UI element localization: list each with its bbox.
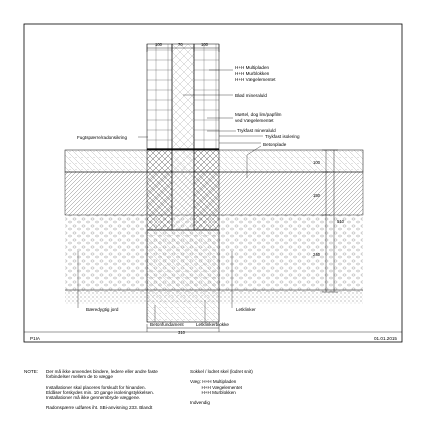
dim-right-2: 150 [313,193,321,198]
footing-block-left [146,149,173,231]
note-line: H+H Murblokken [190,389,236,395]
dim-top-1: 100 [155,42,163,47]
label-concrete-slab: Betonplade [263,142,287,147]
label-compressed-wool: Trykfast mineraluld [237,128,276,133]
wall-insulation [171,43,195,151]
label-light-blocks: Letklinkerblokke [196,322,229,327]
label-moisture-barrier: Fugtspærre/radonsikring [77,135,127,140]
dim-top-3: 100 [201,42,209,47]
wall-inner [193,43,220,151]
label-wall-layer-3: H+H Vægelementet [235,77,276,82]
note-line: Radonspærre udføres iht. SBi-anvisning 2… [46,405,153,411]
dim-bottom: 310 [178,330,186,335]
drawing-code: P1IA [30,336,41,341]
note-line: Væg: H+H Multipladen [190,379,237,385]
footing-block-right [193,149,220,231]
label-foundation: Betonfundament [150,322,184,327]
dimension-top [146,44,220,52]
notes-section: NOTE: Der må ikke anvendes bindere, lede… [24,369,404,424]
dimension-right [322,149,338,293]
drawing-frame [23,23,403,343]
label-wall-layer-2: H+H Murblokken [235,71,270,76]
dimension-bottom [146,324,220,332]
note-line: Eldåser forskydes min. 10 gange isolerin… [46,389,155,395]
leader-lines [77,69,263,322]
dim-right-total: 510 [337,219,345,224]
drawing-date: 01.01.2015 [374,336,397,341]
note-line: Installationer skal placeres forskudt fo… [46,384,146,390]
wall-outer [146,43,173,151]
note-line: Der må ikke anvendes bindere, ledere ell… [46,369,158,374]
dim-right-3: 240 [313,252,321,257]
note-line: H+H Vægelementet [190,384,242,390]
label-wall-layer-1: H+H Multipladen [235,65,270,70]
label-ground: Bæredygtig jord [86,307,119,312]
note-line: Indvendig [190,400,210,406]
label-mortar-2: ved Vægelementet [235,118,274,123]
footing-insulation [171,149,195,231]
note-line: forbindelser mellem de to vægge [46,374,113,380]
notes-column-2: Sokkel / lodret skel (lodret snit) Væg: … [190,369,390,405]
foundation [146,229,220,323]
label-mineral-wool: Blød mineraluld [235,93,267,98]
label-mortar-1: Mørtel, dog lim/papfilm [235,112,282,117]
label-compressed-insulation: Trykfast isolering [265,134,300,139]
notes-heading: NOTE: [24,369,39,374]
dim-top-2: 70 [178,42,183,47]
label-light-clinker: Letklinker [236,307,256,312]
dim-right-1: 100 [313,160,321,165]
notes-column-1: Der må ikke anvendes bindere, ledere ell… [46,369,216,411]
note-line: Installationer må ikke gennembryde vægge… [46,395,141,401]
note-line: Sokkel / lodret skel (lodret snit) [190,369,253,374]
